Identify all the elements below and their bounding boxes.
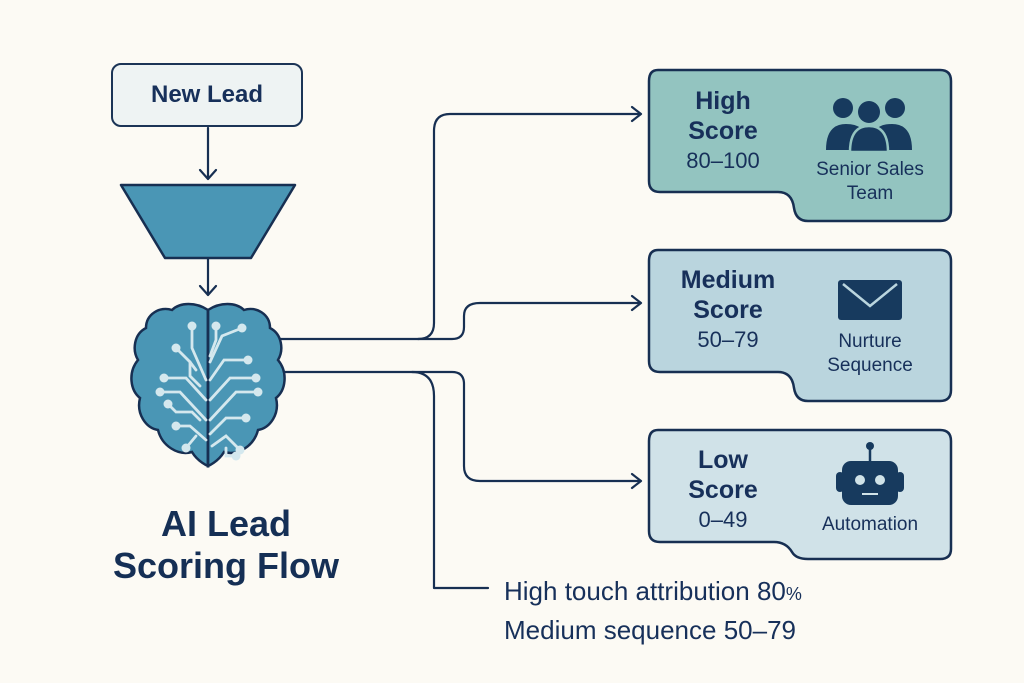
card-low-range: 0–49 bbox=[698, 507, 748, 532]
robot-icon bbox=[836, 442, 904, 505]
card-high-score: High Score 80–100 bbox=[668, 86, 778, 174]
summary-line-1-text: High touch attribution bbox=[504, 576, 750, 606]
summary-line-1: High touch attribution 80% bbox=[504, 573, 802, 612]
diagram-title: AI Lead Scoring Flow bbox=[95, 503, 357, 587]
title-line-2: Scoring Flow bbox=[112, 545, 339, 586]
arrowhead bbox=[198, 168, 218, 181]
people-group-icon bbox=[826, 98, 912, 154]
card-medium-action-2: Sequence bbox=[827, 355, 913, 376]
summary-line-2-value: 50–79 bbox=[723, 615, 797, 645]
card-high-title-2: Score bbox=[688, 117, 758, 145]
connector-to-medium bbox=[416, 301, 642, 341]
card-medium-score: Medium Score 50–79 bbox=[664, 265, 792, 353]
card-low-title-1: Low bbox=[698, 446, 748, 474]
funnel-icon bbox=[119, 183, 297, 260]
summary-line-2: Medium sequence 50–79 bbox=[504, 612, 802, 648]
card-low-action-1: Automation bbox=[821, 514, 919, 535]
card-medium-action: Nurture Sequence bbox=[796, 330, 944, 378]
connector-to-summary bbox=[410, 370, 490, 590]
summary-text: High touch attribution 80% Medium sequen… bbox=[504, 573, 802, 648]
summary-line-1-unit: % bbox=[785, 584, 802, 604]
card-medium-range: 50–79 bbox=[697, 327, 759, 352]
connector-to-high bbox=[270, 112, 642, 341]
card-low-title-2: Score bbox=[688, 476, 758, 504]
card-medium-title-2: Score bbox=[693, 296, 763, 324]
title-line-1: AI Lead bbox=[160, 503, 292, 544]
envelope-icon bbox=[838, 280, 902, 320]
card-high-range: 80–100 bbox=[686, 148, 760, 173]
new-lead-label: New Lead bbox=[150, 81, 264, 108]
arrowhead-low bbox=[630, 472, 643, 490]
summary-line-1-value: 80 bbox=[756, 576, 786, 606]
brain-circuit-icon bbox=[130, 302, 286, 468]
arrowhead-medium bbox=[630, 294, 643, 312]
card-medium-action-1: Nurture bbox=[838, 331, 902, 352]
summary-line-2-text: Medium sequence bbox=[504, 615, 717, 645]
card-medium-title-1: Medium bbox=[680, 266, 776, 294]
new-lead-node: New Lead bbox=[111, 63, 303, 127]
card-high-action-1: Senior Sales bbox=[816, 159, 924, 180]
card-high-title-1: High bbox=[695, 87, 751, 115]
card-low-action: Automation bbox=[796, 513, 944, 537]
arrowhead bbox=[198, 284, 218, 297]
card-low-score: Low Score 0–49 bbox=[668, 445, 778, 533]
card-high-action-2: Team bbox=[846, 183, 894, 204]
card-high-action: Senior Sales Team bbox=[796, 158, 944, 206]
arrowhead-high bbox=[630, 105, 643, 123]
connector-to-low bbox=[280, 370, 642, 483]
